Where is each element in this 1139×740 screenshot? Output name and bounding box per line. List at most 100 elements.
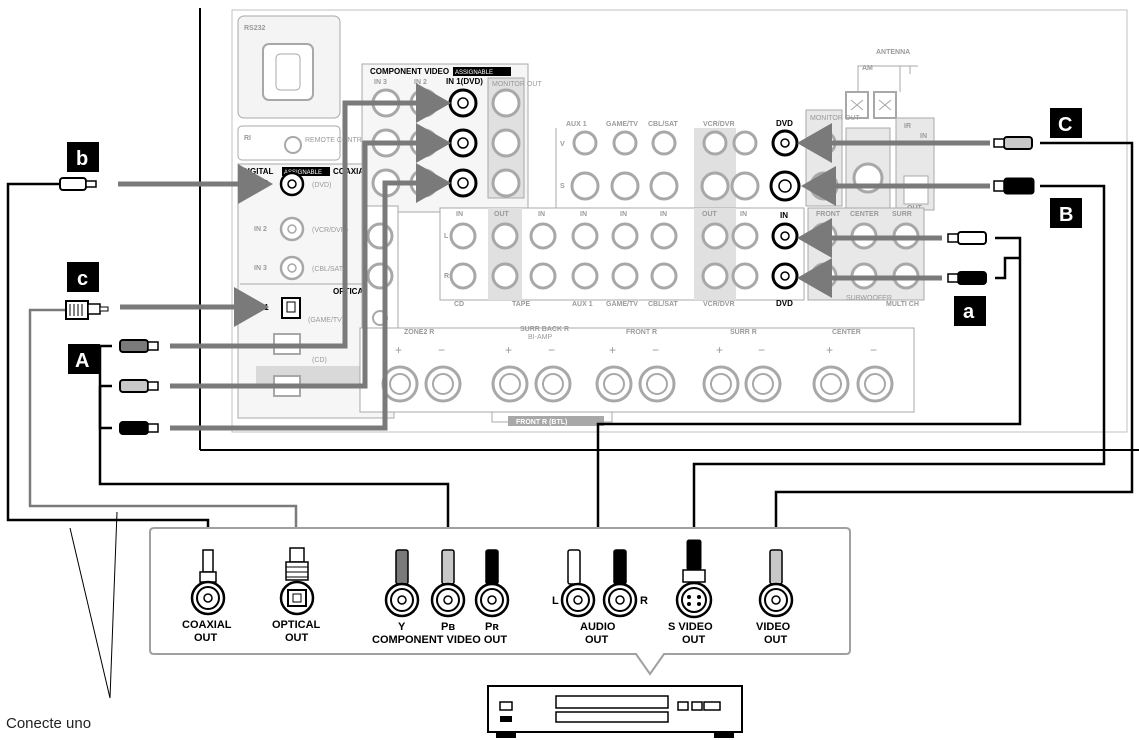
assignable-badge: ASSIGNABLE (284, 170, 322, 176)
audio-r-out-jack (602, 549, 638, 618)
front-minus: − (652, 343, 659, 357)
tag-A: A (75, 350, 89, 372)
optical-out-label-2: OUT (285, 632, 309, 644)
coax-vcrdvr-label: (VCR/DVR) (312, 227, 348, 234)
aux-in-label: IN (580, 211, 587, 218)
tag-C: C (1058, 114, 1072, 136)
coaxial-label: COAXIAL (333, 167, 369, 176)
video-plug (993, 136, 1033, 150)
component-plug-y (119, 339, 159, 353)
audio-r-label: R (444, 273, 449, 280)
audio-l-label: L (552, 595, 559, 607)
ir-label: IR (904, 123, 911, 130)
component-video-out-label: COMPONENT VIDEO OUT (372, 634, 507, 646)
s-video-plug (993, 177, 1035, 195)
y-label: Y (398, 621, 406, 633)
optical-out-jack (279, 547, 315, 616)
cv-in3-label: IN 3 (374, 79, 387, 86)
ir-in-label: IN (920, 133, 927, 140)
subwoofer-label: SUBWOOFER (846, 295, 892, 302)
surrback-minus: − (548, 343, 555, 357)
audio-r-label: R (640, 595, 648, 607)
frontr-label: FRONT R (626, 329, 657, 336)
audio-inputs-row: L R IN OUT IN IN IN IN OUT IN IN (439, 207, 925, 308)
optical-plug (65, 300, 109, 320)
dvd-audio-in-label: IN (780, 211, 788, 220)
cblsat-label: CBL/SAT (648, 121, 679, 128)
coax-dvd-label: (DVD) (312, 182, 331, 189)
s-label: S (560, 183, 565, 190)
rs232-label: RS232 (244, 25, 266, 32)
component-pr-out-jack (474, 549, 510, 618)
cv-monitor-out-label: MONITOR OUT (492, 81, 542, 88)
vcrdvr-label: VCR/DVR (703, 121, 735, 128)
zone2r-label: ZONE2 R (404, 329, 434, 336)
coaxial-plug (59, 177, 97, 191)
dvd-player-icon (487, 685, 743, 738)
audio-out-label-1: AUDIO (580, 621, 616, 633)
audio-l-label: L (444, 233, 449, 240)
center-plus: + (826, 343, 833, 357)
dvd-video-label: DVD (776, 119, 793, 128)
surr-label: SURR (892, 211, 912, 218)
surr-minus: − (758, 343, 765, 357)
cd-label: CD (454, 301, 464, 308)
s-video-out-label-1: S VIDEO (668, 621, 713, 633)
game-in-label: IN (620, 211, 627, 218)
cv-in2-label: IN 2 (414, 79, 427, 86)
optical-out-label-1: OPTICAL (272, 619, 321, 631)
audio-out-label-2: OUT (585, 634, 609, 646)
audio-l-out-jack (560, 549, 596, 618)
dvd-audio-label: DVD (776, 299, 793, 308)
gametv-audio-label: GAME/TV (606, 301, 638, 308)
coax-in2-label: IN 2 (254, 226, 267, 233)
audio-plug-r (947, 271, 987, 285)
multich-label: MULTI CH (886, 301, 919, 308)
vcrdvr-audio-label: VCR/DVR (703, 301, 735, 308)
vcr-out-label: OUT (702, 211, 718, 218)
optical-cd-label: (CD) (312, 357, 327, 364)
center-sp-label: CENTER (832, 329, 861, 336)
pb-label: Pʙ (441, 621, 455, 633)
pr-label: Pʀ (485, 621, 499, 633)
component-pb-out-jack (430, 549, 466, 618)
aux1-audio-label: AUX 1 (572, 301, 593, 308)
antenna-label: ANTENNA (876, 49, 910, 56)
rs232-port: RS232 (237, 15, 341, 119)
tag-a: a (963, 301, 975, 323)
audio-plug-l (947, 231, 987, 245)
optical-label: OPTICAL (333, 287, 368, 296)
aux1-label: AUX 1 (566, 121, 587, 128)
cv-in1-label: IN 1(DVD) (446, 77, 483, 86)
tag-c: c (77, 268, 88, 290)
video-out-label-2: OUT (764, 634, 788, 646)
coaxial-out-label-2: OUT (194, 632, 218, 644)
vcr-in-label: IN (740, 211, 747, 218)
center-minus: − (870, 343, 877, 357)
tag-B: B (1059, 204, 1073, 226)
front-label: FRONT (816, 211, 841, 218)
coaxial-out-label-1: COAXIAL (182, 619, 232, 631)
cv-assignable-badge: ASSIGNABLE (455, 70, 493, 76)
component-plug-pb (119, 379, 159, 393)
connect-one-note: Conecte uno (6, 715, 91, 732)
ri-label: RI (244, 135, 251, 142)
tape-out-label: OUT (494, 211, 510, 218)
speaker-terminals: ZONE2 R SURR BACK R BI-AMP FRONT R SURR … (359, 326, 915, 426)
coaxial-out-jack (190, 549, 226, 616)
zone2-minus: − (438, 343, 445, 357)
frontr-btl-label: FRONT R (BTL) (516, 419, 567, 426)
antenna-terminal: ANTENNA AM (845, 49, 918, 119)
component-y-out-jack (384, 549, 420, 618)
video-out-jack (758, 549, 794, 618)
center-label: CENTER (850, 211, 879, 218)
surrr-label: SURR R (730, 329, 757, 336)
digital-label: DIGITAL (242, 167, 274, 176)
optical-gametv-label: (GAME/TV) (308, 317, 344, 324)
video-out-label-1: VIDEO (756, 621, 791, 633)
biamp-label: BI-AMP (528, 334, 552, 341)
zone2-plus: + (395, 343, 402, 357)
surrback-plus: + (505, 343, 512, 357)
coax-in3-label: IN 3 (254, 265, 267, 272)
